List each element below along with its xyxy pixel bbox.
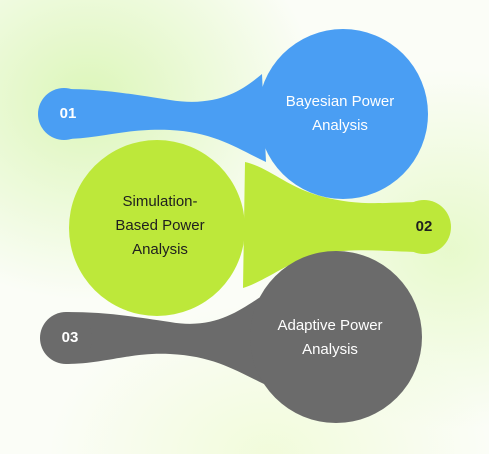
step-1-tail — [64, 74, 266, 162]
step-3-bubble — [40, 312, 92, 364]
step-3-tail — [66, 296, 264, 384]
step-2-label-line-2: Based Power — [115, 217, 205, 234]
step-2-label-line-1: Simulation- — [122, 193, 198, 210]
step-3-main — [250, 251, 422, 423]
step-1-main — [258, 29, 428, 199]
step-3-label-line-2: Analysis — [302, 341, 358, 358]
step-1-label-line-2: Analysis — [312, 117, 368, 134]
step-2-label: Simulation- Based Power Analysis — [85, 190, 235, 262]
step-2-shape — [69, 140, 451, 316]
step-1-label-line-1: Bayesian Power — [285, 93, 395, 110]
step-2-tail — [243, 162, 424, 288]
step-3-number: 03 — [61, 329, 79, 346]
step-2-number: 02 — [415, 218, 433, 235]
step-1-shape — [38, 29, 428, 199]
step-1-label: Bayesian Power Analysis — [250, 90, 430, 138]
step-3-label: Adaptive Power Analysis — [240, 314, 420, 362]
step-3-shape — [40, 251, 422, 423]
step-2-label-line-3: Analysis — [132, 241, 188, 258]
step-2-main — [69, 140, 245, 316]
step-2-bubble — [397, 200, 451, 254]
step-3-label-line-1: Adaptive Power — [277, 317, 383, 334]
step-1-bubble — [38, 88, 90, 140]
step-1-number: 01 — [59, 105, 77, 122]
